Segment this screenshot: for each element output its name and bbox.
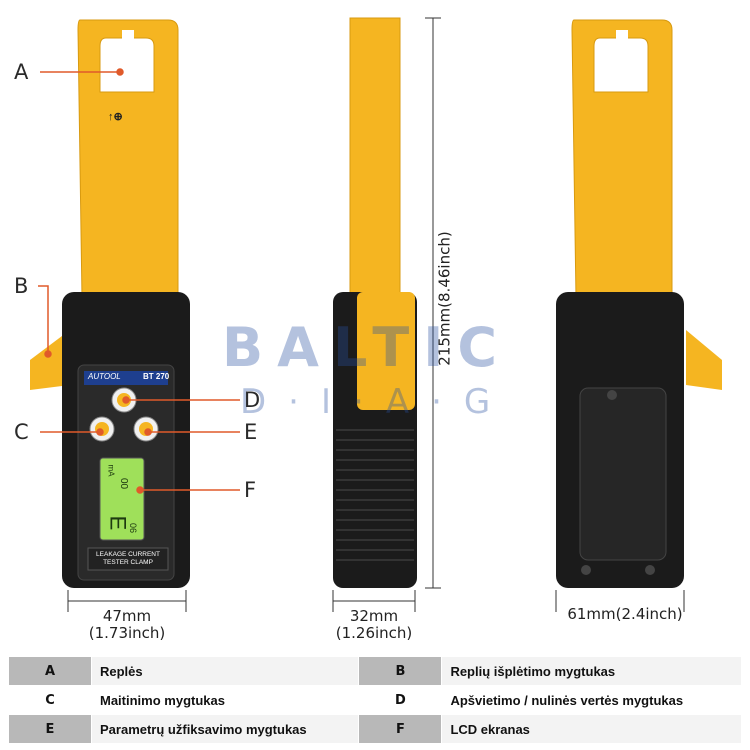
front-width-mm: 47mm — [102, 607, 152, 625]
front-clamp-jaw — [30, 19, 179, 390]
side-width-dimension: 32mm (1.26inch) — [322, 608, 426, 642]
legend-row: A Replės B Replių išplėtimo mygtukas — [8, 656, 742, 686]
callout-a: A — [14, 60, 29, 84]
model-label: BT 270 — [143, 372, 170, 381]
legend-description: Replės — [90, 656, 360, 686]
watermark-line2: D·I·A·G — [240, 382, 513, 422]
device-label-line2: TESTER CLAMP — [103, 559, 153, 566]
side-width-in: (1.26inch) — [335, 624, 413, 642]
callout-e: E — [244, 420, 258, 444]
front-width-in: (1.73inch) — [88, 624, 166, 642]
device-label-line1: LEAKAGE CURRENT — [96, 551, 160, 558]
legend-letter: A — [8, 656, 92, 686]
callout-c: C — [14, 420, 29, 444]
callout-lines — [38, 68, 240, 494]
legend-description: Parametrų užfiksavimo mygtukas — [90, 714, 360, 744]
legend-description: LCD ekranas — [441, 714, 742, 744]
legend-letter: E — [8, 714, 92, 744]
height-dimension: 215mm(8.46inch) — [435, 231, 454, 366]
back-clamp-jaw — [571, 19, 722, 390]
legend-row: E Parametrų užfiksavimo mygtukas F LCD e… — [8, 714, 742, 744]
callout-b: B — [14, 274, 29, 298]
legend-letter: F — [358, 714, 443, 744]
lcd-small-digit: 06 — [128, 522, 139, 534]
legend-description: Replių išplėtimo mygtukas — [441, 656, 742, 686]
brand-logo: AUTOOL — [88, 372, 121, 381]
side-body — [333, 292, 417, 588]
side-width-mm: 32mm — [349, 607, 399, 625]
legend-description: Apšvietimo / nulinės vertės mygtukas — [441, 685, 742, 715]
back-width-dimension: 61mm(2.4inch) — [567, 605, 683, 623]
front-body — [62, 292, 190, 588]
legend-letter: B — [358, 656, 443, 686]
front-width-dimension: 47mm (1.73inch) — [72, 608, 182, 642]
callout-d: D — [244, 388, 261, 412]
legend-letter: D — [358, 685, 443, 715]
lcd-unit: mA — [106, 464, 116, 477]
callout-f: F — [244, 478, 257, 502]
lcd-value: 00 — [118, 477, 130, 490]
watermark-line1: BALTIC — [222, 316, 511, 379]
legend-table: A Replės B Replių išplėtimo mygtukas C M… — [8, 656, 742, 744]
device-illustrations — [30, 17, 722, 612]
back-body — [556, 292, 684, 588]
lcd-big-digit: E — [105, 515, 131, 531]
polarity-mark: ↑⊕ — [108, 111, 123, 123]
legend-letter: C — [8, 685, 92, 715]
device-label: LEAKAGE CURRENT TESTER CLAMP — [88, 551, 168, 567]
dimension-lines — [67, 17, 685, 612]
legend-description: Maitinimo mygtukas — [90, 685, 360, 715]
legend-row: C Maitinimo mygtukas D Apšvietimo / nuli… — [8, 685, 742, 715]
